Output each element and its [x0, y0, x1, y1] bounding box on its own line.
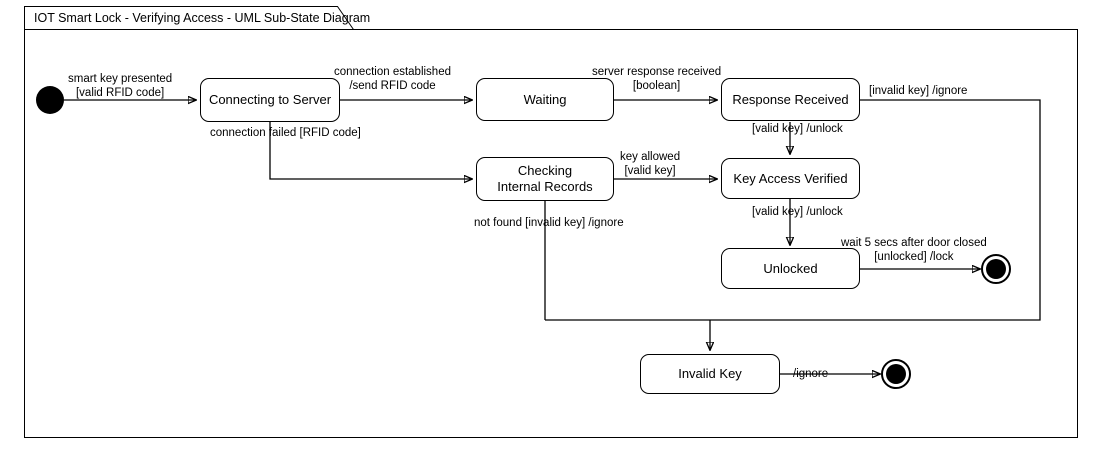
transition-label-start-to-connecting: smart key presented [valid RFID code] — [68, 72, 172, 100]
state-response-received[interactable]: Response Received — [721, 78, 860, 121]
transition-label-line-1: server response received — [592, 66, 722, 78]
state-label-line-2: Internal Records — [497, 179, 593, 194]
state-label: Invalid Key — [678, 366, 742, 381]
state-invalid-key[interactable]: Invalid Key — [640, 354, 780, 394]
transition-label-response-to-verified: [valid key] /unlock — [752, 123, 843, 135]
final-state-unlocked[interactable] — [981, 254, 1011, 284]
transition-label-connecting-to-checking: connection failed [RFID code] — [210, 127, 361, 139]
initial-pseudostate[interactable] — [36, 86, 64, 114]
state-label: Connecting to Server — [208, 92, 332, 107]
diagram-frame-tab: IOT Smart Lock - Verifying Access - UML … — [24, 6, 370, 30]
state-waiting[interactable]: Waiting — [476, 78, 614, 121]
transition-label-checking-to-invalid: not found [invalid key] /ignore — [474, 217, 624, 229]
state-connecting-to-server[interactable]: Connecting to Server — [200, 78, 340, 122]
state-label: Key Access Verified — [733, 170, 848, 186]
state-label: Waiting — [523, 91, 567, 107]
diagram-title: IOT Smart Lock - Verifying Access - UML … — [34, 11, 371, 25]
transition-label-line-1: connection established — [334, 66, 451, 78]
transition-label-line-2: [valid key] — [624, 165, 676, 177]
transition-label-line-1: key allowed — [620, 151, 681, 163]
transition-label-line-2: /send RFID code — [349, 80, 436, 92]
transition-label-checking-to-verified: key allowed [valid key] — [620, 150, 680, 178]
state-checking-internal-records[interactable]: Checking Internal Records — [476, 157, 614, 201]
transition-label-line-2: [unlocked] /lock — [874, 251, 954, 263]
transition-label-unlocked-to-final: wait 5 secs after door closed [unlocked]… — [841, 236, 987, 264]
transition-label-response-to-invalid: [invalid key] /ignore — [869, 85, 968, 97]
diagram-frame — [24, 29, 1078, 438]
transition-label-line-2: [boolean] — [632, 80, 681, 92]
state-unlocked[interactable]: Unlocked — [721, 248, 860, 289]
transition-label-invalid-to-final: /ignore — [793, 368, 829, 380]
transition-label-waiting-to-response: server response received [boolean] — [592, 65, 721, 93]
frame-top-border — [353, 29, 1078, 30]
final-state-invalid-key[interactable] — [881, 359, 911, 389]
state-label: Response Received — [732, 91, 849, 107]
transition-label-line-2: [valid RFID code] — [75, 87, 165, 99]
state-key-access-verified[interactable]: Key Access Verified — [721, 158, 860, 199]
transition-label-line-1: wait 5 secs after door closed — [841, 237, 987, 249]
state-label: Unlocked — [763, 260, 818, 276]
state-label-line-1: Checking — [517, 163, 573, 178]
transition-label-line-1: smart key presented — [68, 73, 173, 85]
transition-label-connecting-to-waiting: connection established /send RFID code — [334, 65, 451, 93]
transition-label-verified-to-unlocked: [valid key] /unlock — [752, 206, 843, 218]
